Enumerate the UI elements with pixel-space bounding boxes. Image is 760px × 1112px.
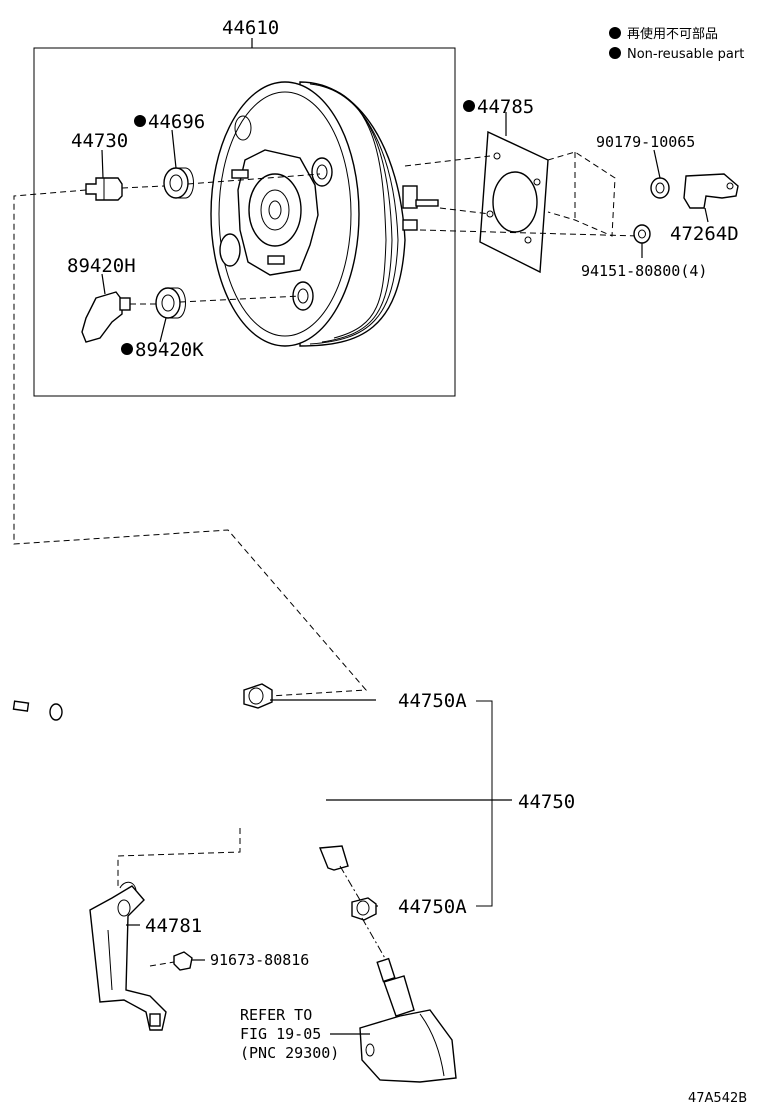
gasket-44785: 44785 <box>463 96 549 274</box>
non-reusable-marker-icon <box>121 343 133 355</box>
non-reusable-marker-icon <box>134 115 146 127</box>
vacuum-hose-44750 <box>12 647 349 871</box>
figure-code: 47A542B <box>688 1091 747 1106</box>
legend-jp-text: 再使用不可部品 <box>627 26 718 42</box>
legend: 再使用不可部品 Non-reusable part <box>609 26 744 62</box>
grommet-89420K: 89420K <box>121 287 204 361</box>
part-label-44750A-top: 44750A <box>398 690 467 712</box>
assembly-frame <box>33 47 456 397</box>
part-label-44750: 44750 <box>518 791 575 813</box>
part-label-44696: 44696 <box>148 111 205 133</box>
vacuum-sensor-89420H: 89420H <box>67 255 136 343</box>
non-reusable-marker-icon <box>463 100 475 112</box>
check-valve-44730: 44730 <box>71 130 128 201</box>
refer-to-note: REFER TO FIG 19-05 (PNC 29300) <box>240 1006 370 1062</box>
part-label-44785: 44785 <box>477 96 534 118</box>
part-label-89420H: 89420H <box>67 255 136 277</box>
part-label-47264D: 47264D <box>670 223 739 245</box>
legend-bullet-icon <box>609 27 621 39</box>
part-label-94151-80800: 94151-80800(4) <box>581 262 707 280</box>
part-label-90179-10065: 90179-10065 <box>596 133 695 151</box>
legend-en-text: Non-reusable part <box>627 47 744 62</box>
refer-line-3: (PNC 29300) <box>240 1044 339 1062</box>
hose-clip-44750A-bottom: 44750A <box>351 896 467 921</box>
part-label-91673-80816: 91673-80816 <box>210 951 309 969</box>
legend-bullet-icon <box>609 47 621 59</box>
bracket-44781: 44781 <box>89 881 202 1031</box>
grommet-44696: 44696 <box>134 111 205 199</box>
bolt-91673-80816: 91673-80816 <box>149 951 309 971</box>
clevis-47264D: 47264D <box>670 173 739 245</box>
nut-94151-80800: 94151-80800(4) <box>581 224 707 280</box>
part-label-44610: 44610 <box>222 17 279 39</box>
part-label-44730: 44730 <box>71 130 128 152</box>
part-label-44750A-bottom: 44750A <box>398 896 467 918</box>
refer-line-1: REFER TO <box>240 1006 312 1024</box>
nut-90179-10065: 90179-10065 <box>596 133 695 199</box>
refer-line-2: FIG 19-05 <box>240 1025 321 1043</box>
part-label-89420K: 89420K <box>135 339 204 361</box>
hose-clip-44750A-top: 44750A <box>243 683 467 712</box>
part-label-44781: 44781 <box>145 915 202 937</box>
brake-booster <box>210 81 439 347</box>
vacuum-pump-fitting <box>359 957 457 1083</box>
